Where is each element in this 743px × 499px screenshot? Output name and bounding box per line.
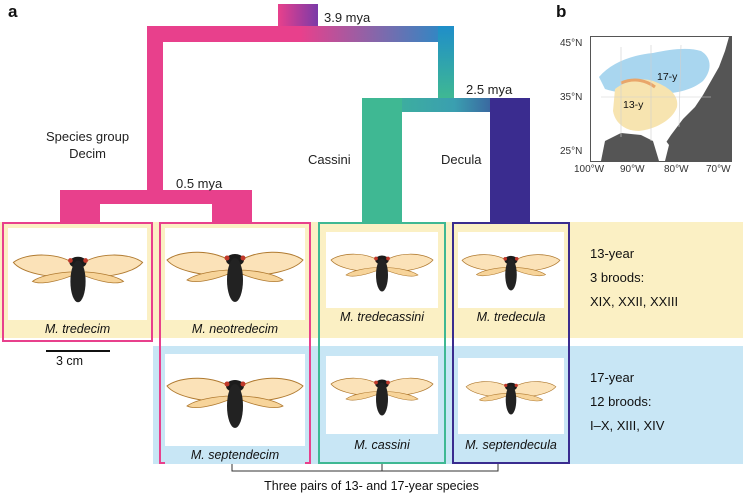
brood-13-list: XIX, XXII, XXIII (590, 294, 679, 309)
cicada-image-septendecim (166, 377, 304, 429)
panel-letter-a: a (8, 2, 18, 21)
cicada-image-tredecim (12, 254, 144, 303)
label-septendecim: M. septendecim (165, 446, 305, 464)
decim-crossbar (60, 190, 252, 204)
photo-tredecula (458, 232, 564, 308)
lon-label-100: 100°W (574, 164, 605, 175)
cicada-image-tredecassini (330, 253, 434, 292)
photo-tredecassini (326, 232, 438, 308)
cassini-stem (362, 98, 402, 228)
region-13-label: 13-y (623, 99, 644, 111)
neotredecim-stem (212, 190, 252, 228)
lon-label-80: 80°W (664, 164, 689, 175)
group-cassini-label: Cassini (308, 152, 351, 167)
box-cassini-pair (318, 222, 446, 464)
bottom-caption: Three pairs of 13- and 17-year species (264, 479, 479, 493)
group-decim-label: Species group Decim (46, 128, 129, 162)
photo-septendecula (458, 358, 564, 434)
phylogeny-tree (60, 4, 530, 228)
photo-tredecim (8, 228, 147, 320)
label-tredecim: M. tredecim (8, 320, 147, 338)
label-tredecassini: M. tredecassini (324, 308, 440, 326)
cicada-image-neotredecim (166, 251, 304, 303)
box-tredecim (2, 222, 153, 342)
split-time-label: 2.5 mya (466, 82, 513, 97)
cicada-image-septendecula (465, 381, 557, 415)
group-decim-line1: Species group (46, 129, 130, 144)
panel-letter-b: b (556, 2, 567, 21)
cassini-decula-stem (438, 26, 454, 98)
brood-17-count: 12 broods: (590, 394, 652, 409)
scale-bar-label: 3 cm (56, 354, 84, 368)
lat-label-35: 35°N (560, 92, 583, 103)
lat-label-25: 25°N (560, 146, 583, 157)
lon-label-70: 70°W (706, 164, 731, 175)
group-decim-line2: Decim (69, 146, 106, 161)
label-tredecula: M. tredecula (458, 308, 564, 326)
root-crossbar (147, 26, 454, 42)
map-panel: 17-y 13-y (590, 36, 732, 162)
group-decula-label: Decula (441, 152, 482, 167)
region-17-label: 17-y (657, 71, 678, 83)
brood-13-title: 13-year (590, 246, 635, 261)
lat-label-45: 45°N (560, 38, 583, 49)
box-decula-pair (452, 222, 570, 464)
root-stem (278, 4, 318, 26)
brood-17-list: I–X, XIII, XIV (590, 418, 665, 433)
cicada-image-tredecula (461, 254, 561, 291)
tredecim-stem (60, 190, 100, 228)
region-13-year (613, 79, 678, 131)
ocean-east (661, 37, 731, 161)
cicada-image-cassini (330, 377, 434, 416)
pairs-bracket (231, 464, 499, 472)
brood-13-count: 3 broods: (590, 270, 645, 285)
root-time-label: 3.9 mya (324, 10, 371, 25)
brood-17-title: 17-year (590, 370, 635, 385)
decim-time-label: 0.5 mya (176, 176, 223, 191)
ocean-gulf (601, 133, 661, 161)
range-map (591, 37, 731, 161)
label-septendecula: M. septendecula (458, 436, 564, 454)
decula-stem (490, 98, 530, 228)
label-cassini: M. cassini (324, 436, 440, 454)
cassini-decula-crossbar (362, 98, 530, 112)
photo-septendecim (165, 354, 305, 446)
photo-neotredecim (165, 228, 305, 320)
scale-bar (46, 350, 110, 352)
decim-stem (147, 26, 163, 192)
lon-label-90: 90°W (620, 164, 645, 175)
photo-cassini (326, 356, 438, 434)
label-neotredecim: M. neotredecim (165, 320, 305, 338)
